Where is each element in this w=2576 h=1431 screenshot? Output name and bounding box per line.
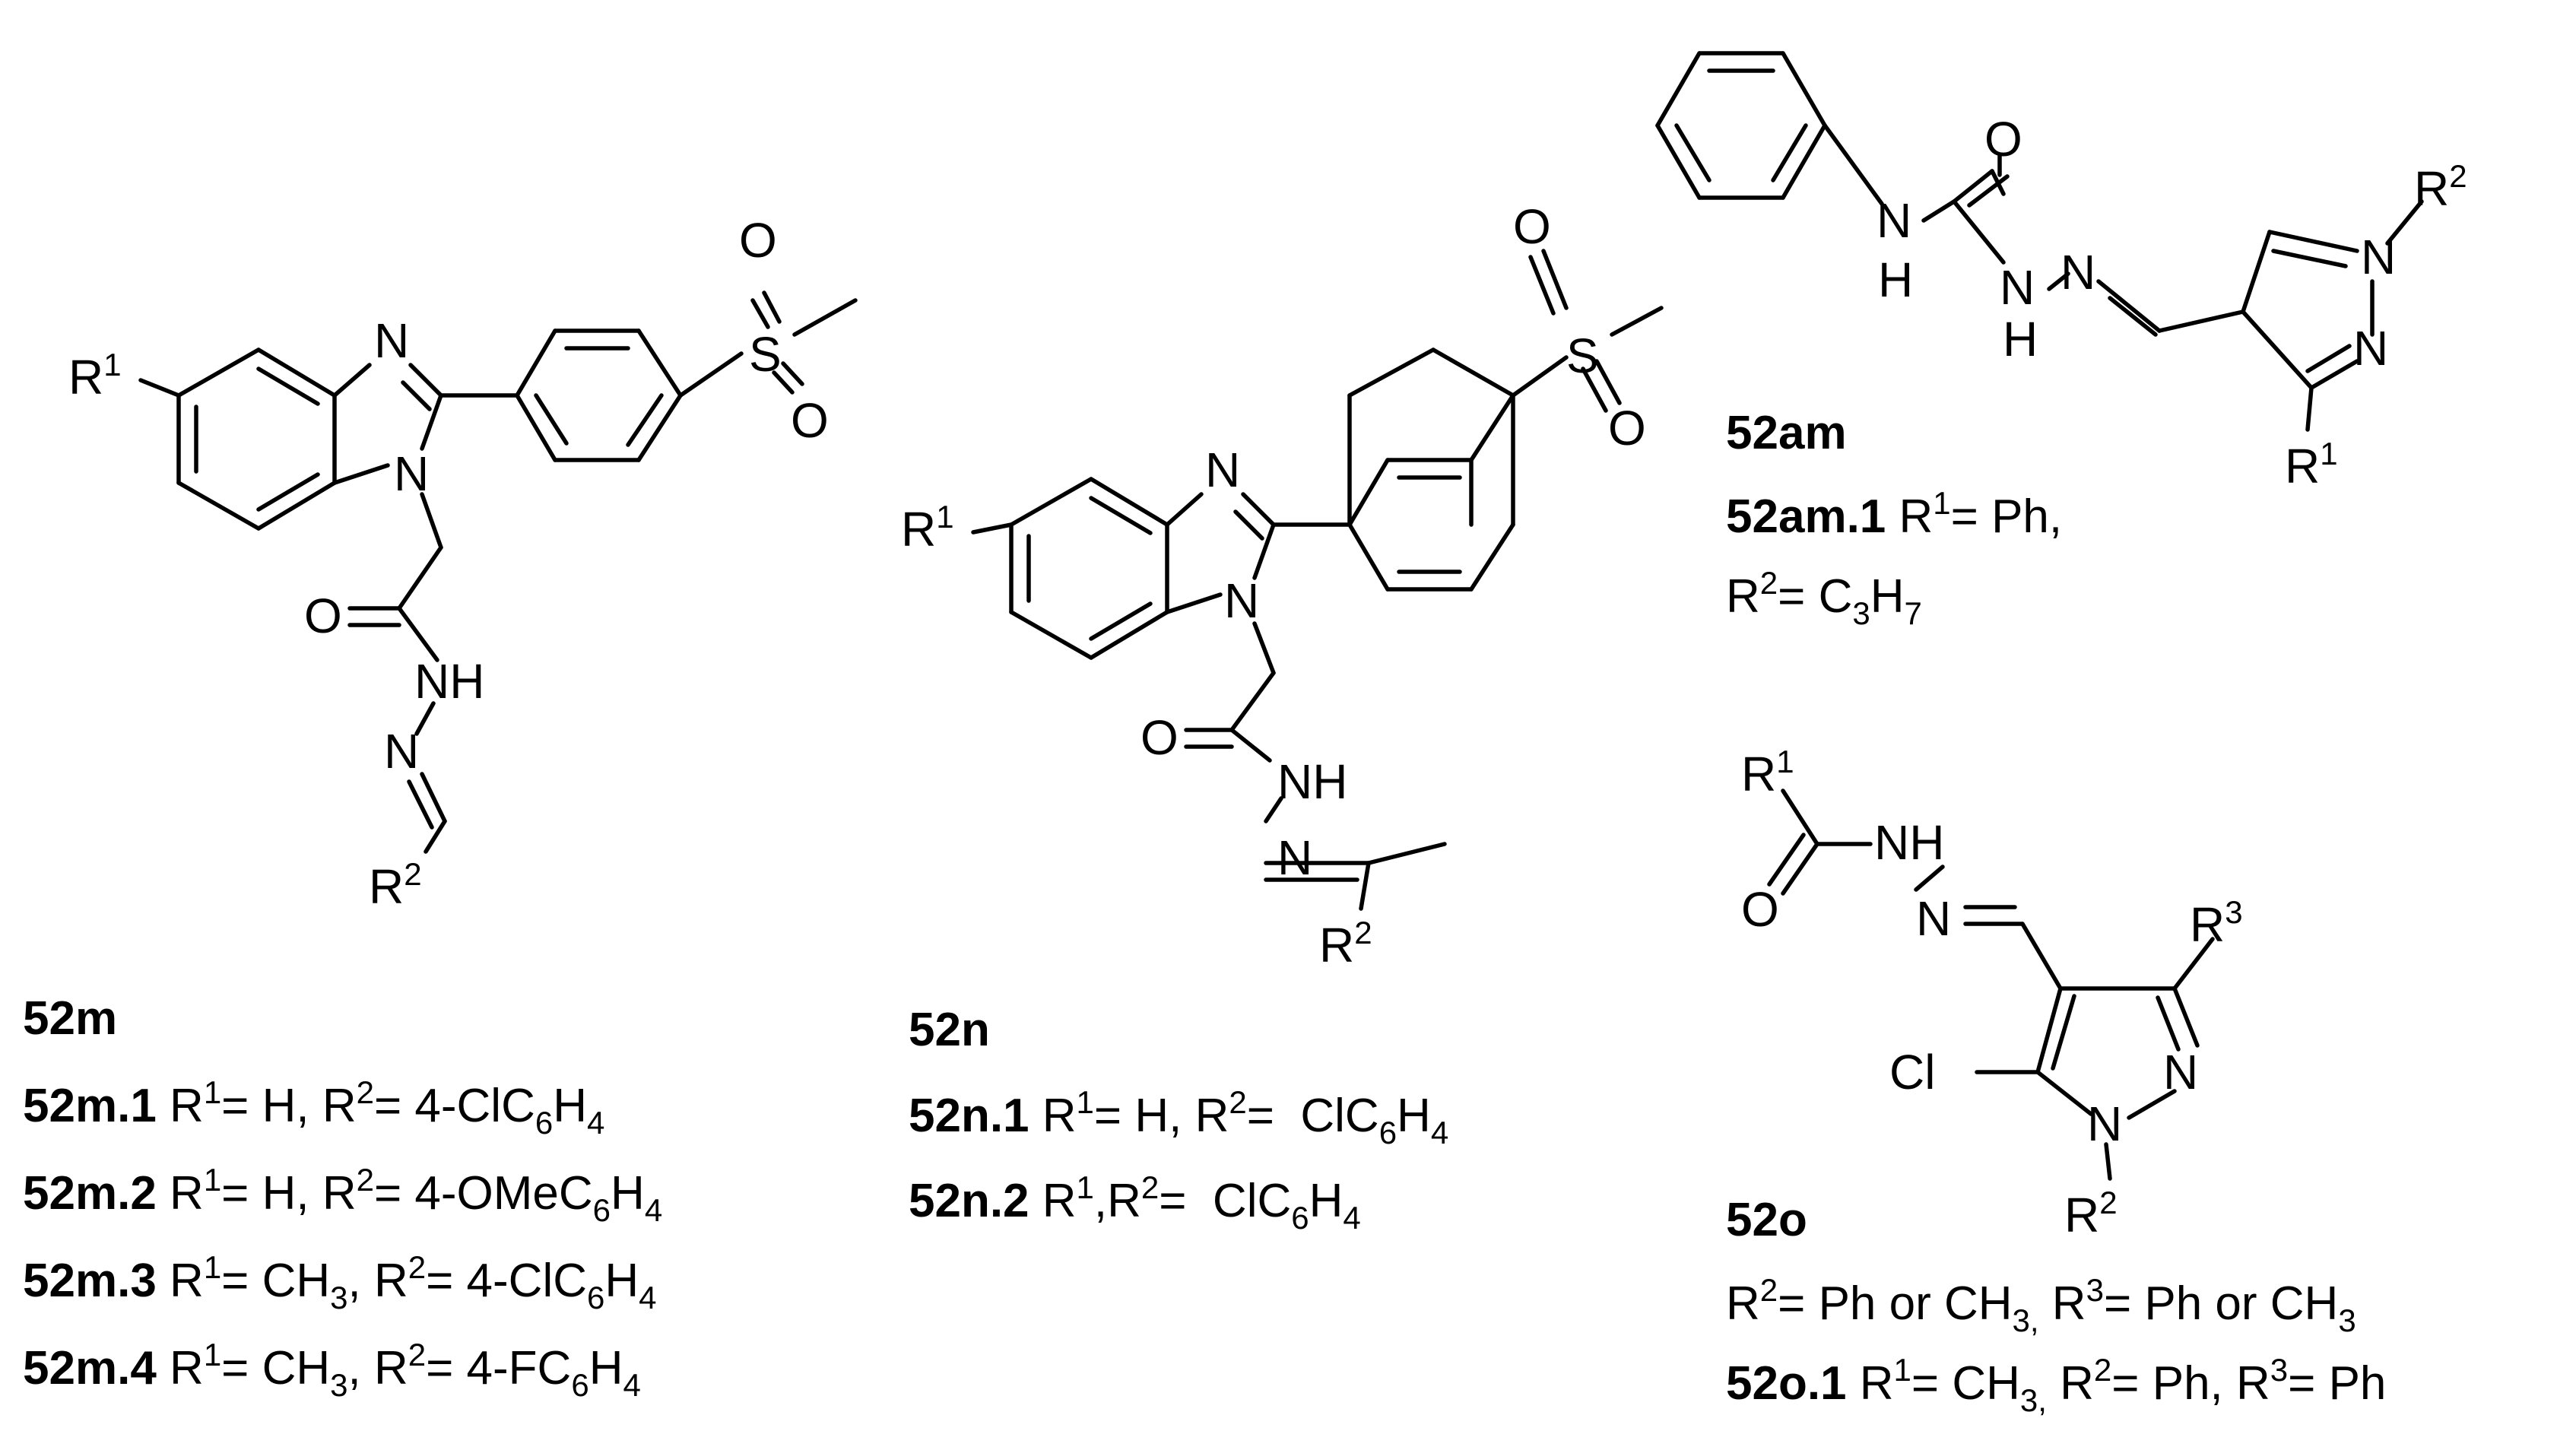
entry-52m-3: 52m.3 R1= CH3, R2= 4-ClC6H4 <box>23 1249 657 1315</box>
entry-52m-4: 52m.4 R1= CH3, R2= 4-FC6H4 <box>23 1337 641 1403</box>
imidazole-n1-52m: N <box>394 446 429 501</box>
r2-label-52m: R2 <box>369 856 422 914</box>
r2-label-52am: R2 <box>2414 158 2467 216</box>
bonds-52n <box>971 249 1664 911</box>
nh-n-label-52am: N <box>1876 193 1911 248</box>
r2-label-52n: R2 <box>1319 915 1372 973</box>
compound-id-52m: 52m <box>23 992 117 1045</box>
bonds-52am <box>1655 51 2424 432</box>
structure-52o: R1 NH O N R3 Cl N N R2 52o R2= Ph or CH3… <box>1726 744 2386 1418</box>
carbonyl-oxygen-52m: O <box>304 589 342 643</box>
chloro-label-52o: Cl <box>1889 1045 1935 1099</box>
r1-label-52m: R1 <box>68 347 122 405</box>
imidazole-n-52m: N <box>374 313 409 368</box>
nh-label-52n: NH <box>1277 754 1347 809</box>
structure-52am: N H O N H N N R2 N R1 52am 52am.1 R1= Ph… <box>1655 51 2467 631</box>
imine-n-52n: N <box>1277 830 1312 885</box>
bonds-52o <box>1767 788 2215 1181</box>
sulfone-oxygen-a-52n: O <box>1513 199 1551 254</box>
r3-label-52o: R3 <box>2190 894 2243 952</box>
imine-n-52am: N <box>2060 245 2095 300</box>
pyrazole-n2-52am: N <box>2353 321 2388 376</box>
entry-52am-1: 52am.1 R1= Ph, <box>1726 485 2062 543</box>
structure-52n: R1 N N S O O O NH N R2 52n 52n.1 R1= H, … <box>901 199 1664 1236</box>
nh-h-label-52am: H <box>1878 252 1913 307</box>
imidazole-n1-52n: N <box>1224 573 1259 628</box>
carbonyl-oxygen-52o: O <box>1741 882 1779 937</box>
sulfur-52n: S <box>1566 328 1599 383</box>
hydrazide-n-label-52am: N <box>2000 260 2035 315</box>
nh-label-52o: NH <box>1874 815 1944 870</box>
entry-52am-1-cont: R2= C3H7 <box>1726 565 1922 631</box>
entry-52n-2: 52n.2 R1,R2= ClC6H4 <box>909 1169 1361 1236</box>
compound-id-52am: 52am <box>1726 407 1847 459</box>
entry-52o-1: 52o.1 R1= CH3, R2= Ph, R3= Ph <box>1726 1352 2386 1418</box>
entry-52m-2: 52m.2 R1= H, R2= 4-OMeC6H4 <box>23 1162 662 1228</box>
compound-id-52o: 52o <box>1726 1194 1807 1246</box>
imine-n-52m: N <box>384 724 419 779</box>
sulfone-oxygen-b-52n: O <box>1608 401 1646 455</box>
pyrazole-n1-52o: N <box>2087 1096 2122 1151</box>
nh-label-52m: NH <box>414 654 484 709</box>
entry-52m-1: 52m.1 R1= H, R2= 4-ClC6H4 <box>23 1074 604 1141</box>
pyrazole-n1-52am: N <box>2361 230 2396 284</box>
r1-label-52o: R1 <box>1741 744 1794 801</box>
sulfone-oxygen-b-52m: O <box>791 393 829 448</box>
imidazole-n-52n: N <box>1205 443 1240 497</box>
entry-52n-1: 52n.1 R1= H, R2= ClC6H4 <box>909 1084 1448 1150</box>
r1-label-52am: R1 <box>2285 436 2338 493</box>
r2-label-52o: R2 <box>2064 1185 2118 1242</box>
carbonyl-oxygen-52n: O <box>1140 710 1179 765</box>
carbonyl-oxygen-52am: O <box>1984 112 2022 167</box>
r1-label-52n: R1 <box>901 499 954 557</box>
sulfone-oxygen-a-52m: O <box>739 213 777 268</box>
compound-id-52n: 52n <box>909 1004 990 1056</box>
imine-n-52o: N <box>1916 891 1951 946</box>
hydrazide-h-label-52am: H <box>2003 312 2038 366</box>
entry-52o-general: R2= Ph or CH3, R3= Ph or CH3 <box>1726 1272 2356 1338</box>
structure-52m: R1 N N S O O O NH N R2 52m 52m.1 R1= H, … <box>23 213 858 1403</box>
sulfur-52m: S <box>749 327 782 382</box>
pyrazole-n2-52o: N <box>2163 1045 2198 1099</box>
bonds-52m <box>138 290 858 854</box>
